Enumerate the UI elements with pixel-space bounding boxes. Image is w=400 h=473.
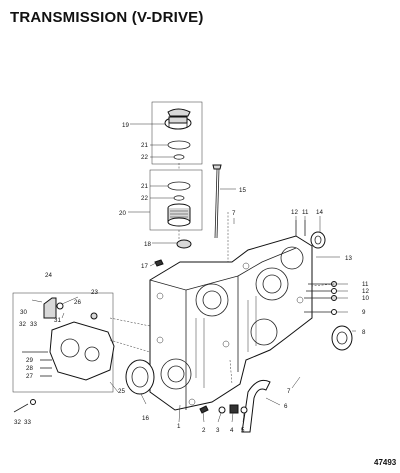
plug-23 (90, 312, 98, 320)
callout-8: 8 (362, 329, 366, 336)
washer-3 (218, 406, 226, 414)
dipstick (212, 164, 222, 239)
callout-28: 28 (26, 365, 33, 372)
callout-21b: 21 (141, 183, 148, 190)
callout-1: 1 (177, 423, 181, 430)
pump-assembly (43, 297, 115, 381)
callout-32b: 32 (14, 419, 21, 426)
callout-32a: 32 (19, 321, 26, 328)
callout-10: 10 (362, 295, 369, 302)
filler-cap (164, 108, 192, 130)
cap-assembly-box (151, 101, 203, 165)
callout-labels: 19 21 22 15 21 22 20 7 12 11 14 18 13 17… (14, 122, 369, 434)
strainer-assembly-box (149, 169, 203, 231)
callout-15: 15 (239, 187, 246, 194)
callout-2: 2 (202, 427, 206, 434)
washer-22-upper (173, 154, 185, 160)
callout-5: 5 (241, 427, 245, 434)
callout-17: 17 (141, 263, 148, 270)
callout-22b: 22 (141, 195, 148, 202)
callout-20: 20 (119, 210, 126, 217)
seal-14 (310, 231, 326, 249)
callout-21a: 21 (141, 142, 148, 149)
callout-16: 16 (142, 415, 149, 422)
callout-33b: 33 (24, 419, 31, 426)
callout-4: 4 (230, 427, 234, 434)
fitting-4 (229, 404, 239, 414)
o-ring-21-upper (167, 140, 191, 150)
callout-11a: 11 (302, 209, 309, 216)
callout-31: 31 (54, 317, 61, 324)
callout-14: 14 (316, 209, 323, 216)
right-bolts (304, 281, 337, 315)
callout-24: 24 (45, 272, 52, 279)
callout-11b: 11 (362, 281, 369, 288)
callout-9: 9 (362, 309, 366, 316)
callout-7a: 7 (232, 210, 236, 217)
callout-27: 27 (26, 373, 33, 380)
callout-33a: 33 (30, 321, 37, 328)
callout-23: 23 (91, 289, 98, 296)
plug-17 (154, 259, 164, 267)
transmission-case (149, 235, 313, 411)
callout-26: 26 (74, 299, 81, 306)
hose-6 (241, 379, 271, 433)
page-title: TRANSMISSION (V-DRIVE) (10, 9, 204, 26)
callout-22a: 22 (141, 154, 148, 161)
bushing-18 (176, 239, 192, 249)
callout-6: 6 (284, 403, 288, 410)
callout-12a: 12 (291, 209, 298, 216)
seal-16 (125, 359, 155, 395)
callout-25: 25 (118, 388, 125, 395)
figure-number: 47493 (374, 458, 397, 467)
callout-19: 19 (122, 122, 129, 129)
washer-22-lower (173, 195, 185, 201)
strainer (167, 203, 191, 227)
pump-bolts (13, 351, 52, 413)
callout-3: 3 (216, 427, 220, 434)
plug-2 (199, 405, 209, 414)
callout-29: 29 (26, 357, 33, 364)
seal-8 (331, 325, 353, 351)
callout-13: 13 (345, 255, 352, 262)
o-ring-21-lower (167, 181, 191, 191)
callout-30: 30 (20, 309, 27, 316)
callout-7b: 7 (287, 388, 291, 395)
callout-18: 18 (144, 241, 151, 248)
washer-5 (240, 406, 248, 414)
callout-12b: 12 (362, 288, 369, 295)
